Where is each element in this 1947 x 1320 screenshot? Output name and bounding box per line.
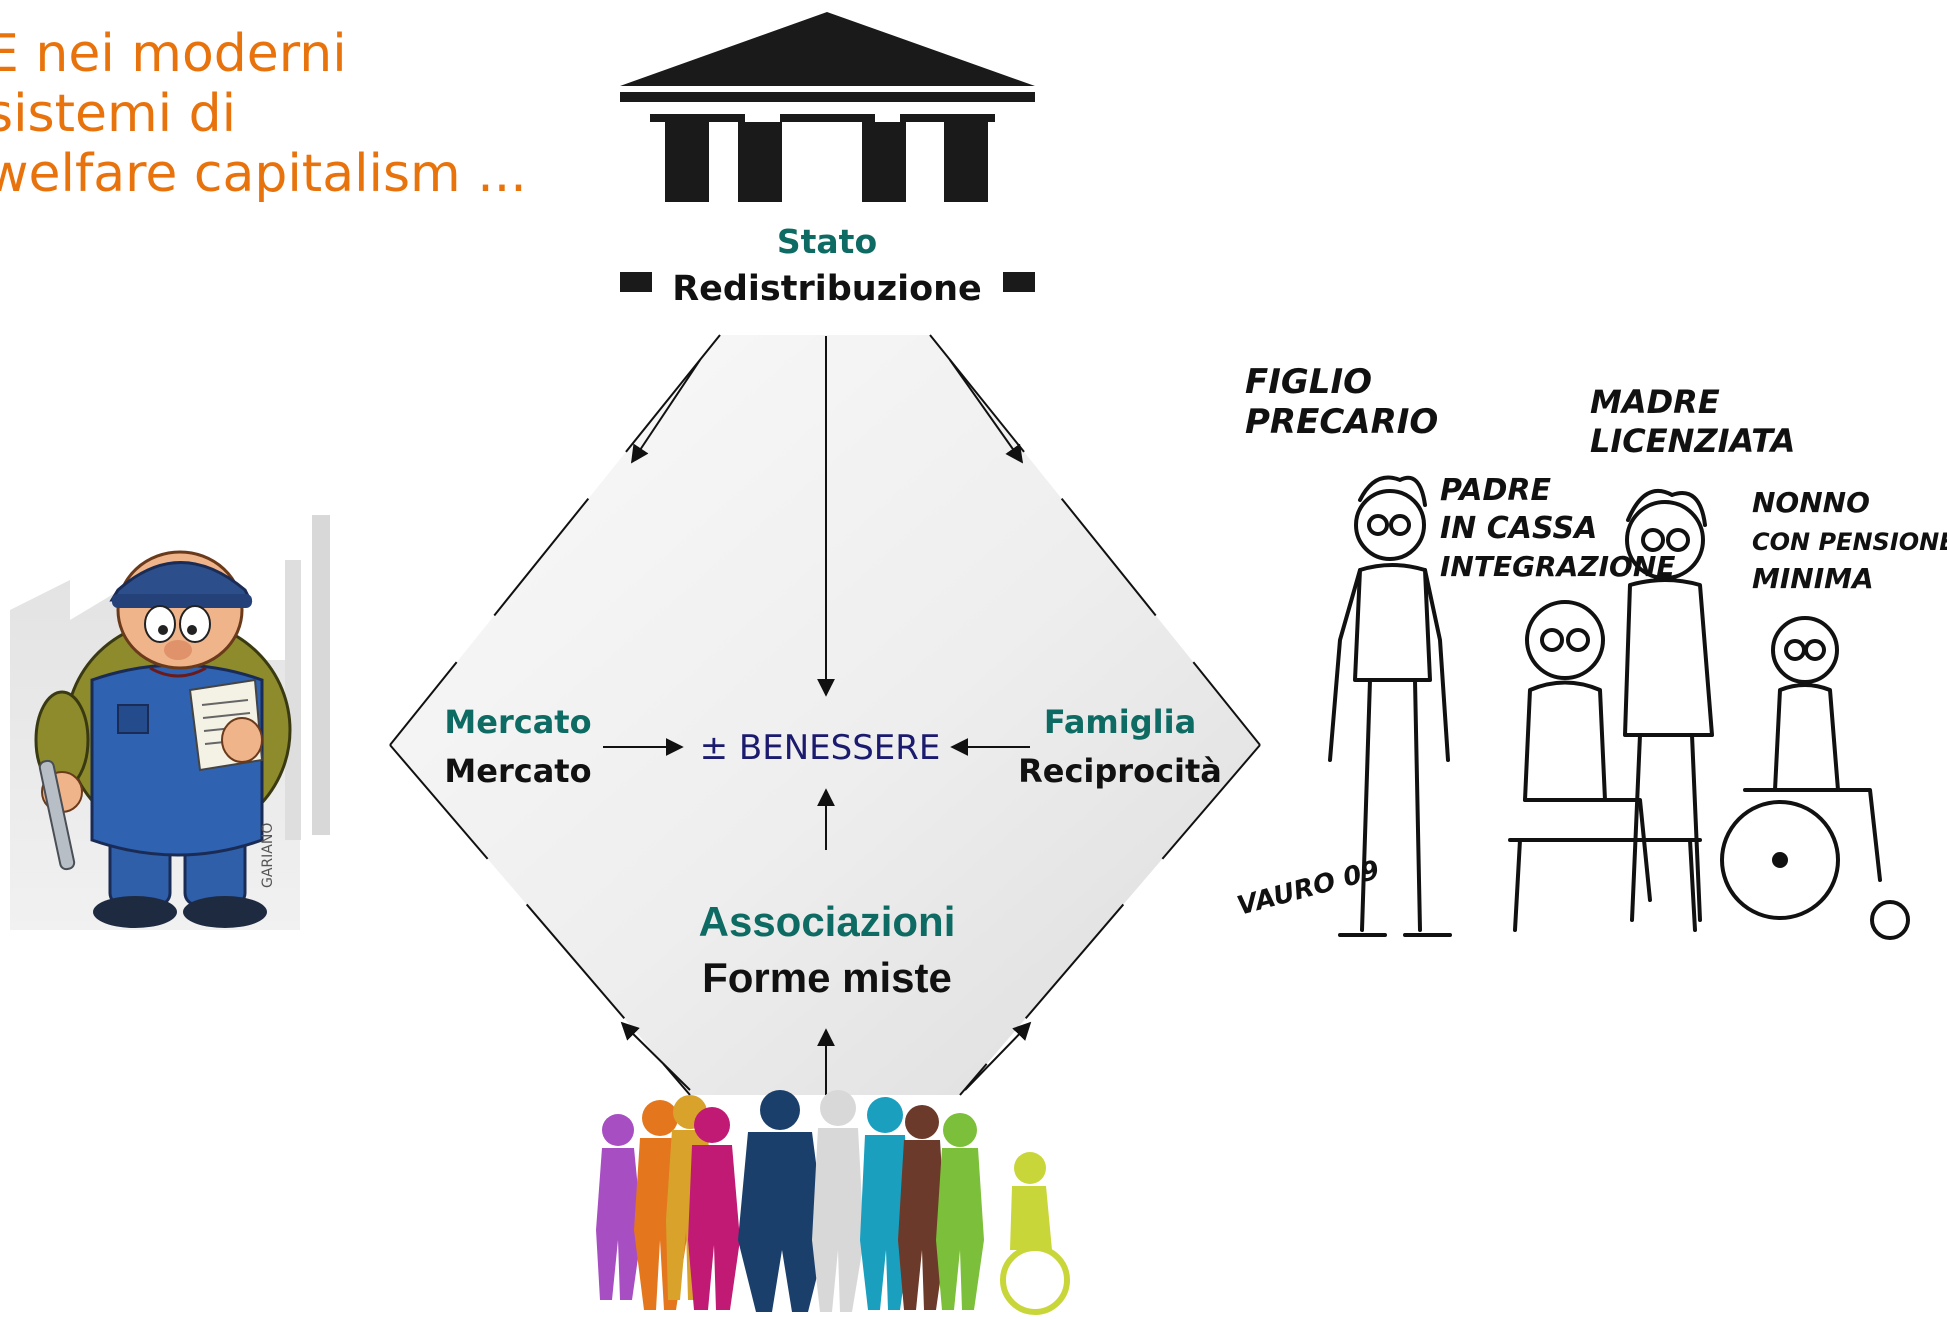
center-arrows [603, 336, 1030, 1095]
benessere-label: ± BENESSERE [699, 728, 941, 768]
people-silhouettes [580, 1090, 1070, 1320]
worker-signature: GARIANO [260, 823, 276, 888]
node-stato: Stato Redistribuzione [627, 220, 1027, 314]
cartoon-signature: VAURO 09 [1234, 855, 1383, 922]
node-famiglia-mode: Reciprocità [1018, 752, 1222, 790]
label-nonno-line3: MINIMA [1752, 562, 1874, 595]
title-line-3: welfare capitalism ... [0, 144, 527, 204]
person-6 [812, 1090, 864, 1312]
node-famiglia-name: Famiglia [1043, 703, 1197, 741]
label-figlio-line2: PRECARIO [1245, 402, 1438, 442]
label-madre-line2: LICENZIATA [1590, 422, 1795, 460]
person-9 [936, 1113, 984, 1310]
person-1 [596, 1114, 642, 1300]
node-mercato-name: Mercato [444, 703, 592, 741]
label-madre-line1: MADRE [1590, 383, 1720, 421]
center-benessere: ± BENESSERE [680, 726, 960, 770]
edge-arrows [620, 359, 1032, 1091]
title-line-2: sistemi di [0, 84, 237, 144]
person-5 [738, 1090, 826, 1312]
node-stato-name: Stato [776, 222, 878, 261]
arrow-stato-to-famiglia [949, 359, 1024, 464]
label-nonno-line1: NONNO [1752, 486, 1870, 519]
node-stato-mode: Redistribuzione [672, 269, 982, 309]
node-famiglia: Famiglia Reciprocità [1010, 700, 1230, 798]
worker-illustration: GARIANO [5, 500, 375, 930]
arrow-people-to-famiglia [964, 1021, 1032, 1091]
node-associazioni-mode: Forme miste [702, 954, 952, 1001]
node-associazioni-name: Associazioni [698, 898, 956, 945]
node-mercato: Mercato Mercato [423, 700, 613, 798]
node-mercato-mode: Mercato [444, 752, 592, 790]
label-padre-line1: PADRE [1440, 473, 1551, 508]
person-8 [898, 1105, 946, 1310]
arrow-people-to-mercato [620, 1021, 691, 1091]
person-10-wheelchair [1000, 1152, 1070, 1315]
label-padre-line2: IN CASSA [1440, 511, 1597, 546]
arrow-stato-to-mercato [631, 359, 701, 464]
temple-icon [620, 12, 1035, 292]
title-line-1: E nei moderni [0, 24, 347, 84]
diamond-edges [389, 334, 1261, 1096]
label-figlio-line1: FIGLIO [1245, 362, 1372, 402]
label-padre-line3: INTEGRAZIONE [1440, 550, 1675, 583]
node-associazioni: Associazioni Forme miste [622, 895, 1032, 1007]
family-cartoon: FIGLIO PRECARIO PADRE IN CASSA INTEGRAZI… [1234, 362, 1947, 940]
person-7 [860, 1097, 910, 1310]
person-4 [688, 1107, 740, 1310]
label-nonno-line2: CON PENSIONE [1752, 528, 1947, 556]
diamond-background [390, 335, 1260, 1095]
